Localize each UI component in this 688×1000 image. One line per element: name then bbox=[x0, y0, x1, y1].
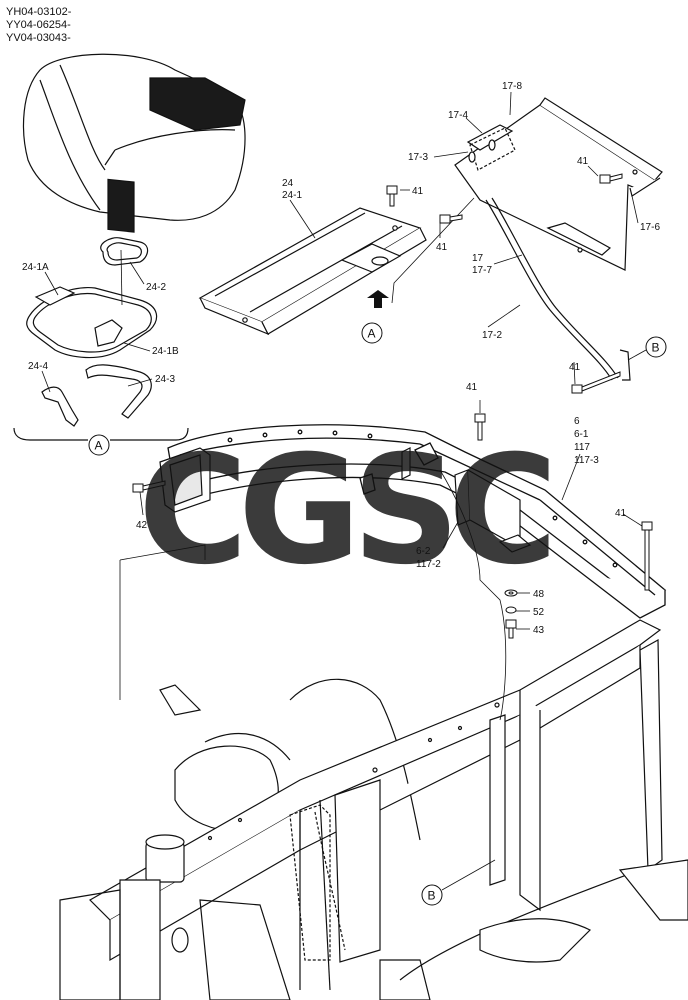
bolt-41-icon bbox=[641, 521, 653, 591]
part-number-label: 117 bbox=[574, 442, 590, 453]
watermark-letter: C bbox=[448, 424, 558, 598]
part-117-end-bracket bbox=[159, 447, 211, 513]
part-number-label: 43 bbox=[533, 625, 545, 636]
part-24-cover bbox=[198, 207, 427, 336]
callout-A-detail: A bbox=[88, 434, 110, 456]
washer-52-icon bbox=[505, 606, 517, 614]
watermark-letter: C bbox=[138, 424, 248, 598]
part-number-label: 17-4 bbox=[448, 110, 468, 121]
callout-letter: B bbox=[428, 889, 436, 903]
part-number-label: 24-1B bbox=[152, 346, 179, 357]
part-number-label: 41 bbox=[615, 508, 627, 519]
part-number-label: 6 bbox=[574, 416, 580, 427]
part-number-label: 41 bbox=[466, 382, 478, 393]
part-number-label: 17 bbox=[472, 253, 484, 264]
bolt-42-icon bbox=[132, 480, 166, 493]
callout-A-arrow: A bbox=[361, 322, 383, 344]
arrow-up-icon bbox=[367, 290, 389, 308]
part-number-label: 24-1 bbox=[282, 190, 302, 201]
part-number-label: 17-3 bbox=[408, 152, 428, 163]
part-17-bracket bbox=[454, 97, 663, 271]
callout-B-upper: B bbox=[627, 336, 667, 361]
part-number-label: 48 bbox=[533, 589, 545, 600]
part-number-label: 41 bbox=[436, 242, 448, 253]
part-6-frame bbox=[166, 424, 667, 619]
watermark-logo: C G S C bbox=[138, 424, 558, 598]
bolt-41-icon bbox=[571, 371, 621, 394]
part-number-label: 41 bbox=[569, 362, 581, 373]
machine-lower-frame bbox=[59, 469, 688, 1000]
part-labels: 24 24-1 24-1A 24-2 24-1B 24-3 24-4 17-8 … bbox=[22, 81, 660, 636]
bolt-41-icon bbox=[439, 214, 463, 224]
bolt-41-icon bbox=[474, 413, 486, 441]
serial-number: YH04-03102- bbox=[6, 6, 72, 18]
leader-lines bbox=[41, 91, 643, 630]
machine-thumbnail bbox=[22, 53, 246, 233]
part-number-label: 24-2 bbox=[146, 282, 166, 293]
part-number-label: 52 bbox=[533, 607, 545, 618]
part-number-label: 42 bbox=[136, 520, 148, 531]
callout-letter: A bbox=[95, 439, 103, 453]
part-number-label: 17-2 bbox=[482, 330, 502, 341]
watermark-letter: S bbox=[352, 424, 460, 598]
leader-line bbox=[391, 197, 475, 304]
part-number-label: 17-8 bbox=[502, 81, 522, 92]
callout-letter: A bbox=[368, 327, 376, 341]
callout-B-lower: B bbox=[421, 859, 496, 906]
part-number-label: 17-6 bbox=[640, 222, 660, 233]
part-17-seal bbox=[485, 197, 631, 381]
watermark-letter: G bbox=[238, 424, 361, 598]
part-number-label: 117-2 bbox=[416, 559, 441, 570]
part-number-label: 17-7 bbox=[472, 265, 492, 276]
part-number-label: 24-3 bbox=[155, 374, 175, 385]
part-6-2-bracket bbox=[401, 447, 532, 553]
bolt-41-icon bbox=[386, 185, 398, 207]
part-number-label: 41 bbox=[412, 186, 424, 197]
bolt-43-icon bbox=[505, 619, 517, 639]
part-number-label: 24-4 bbox=[28, 361, 48, 372]
part-number-label: 6-2 bbox=[416, 546, 431, 557]
part-number-label: 41 bbox=[577, 156, 589, 167]
part-number-label: 24-1A bbox=[22, 262, 49, 273]
part-number-label: 24 bbox=[282, 178, 294, 189]
part-24-gasket-assembly bbox=[13, 237, 189, 441]
part-number-label: 6-1 bbox=[574, 429, 589, 440]
serial-number: YV04-03043- bbox=[6, 32, 71, 44]
serial-number-block: YH04-03102- YY04-06254- YV04-03043- bbox=[6, 6, 72, 44]
serial-number: YY04-06254- bbox=[6, 19, 71, 31]
callout-letter: B bbox=[652, 341, 660, 355]
part-number-label: 117-3 bbox=[574, 455, 599, 466]
bolt-41-icon bbox=[599, 173, 623, 184]
